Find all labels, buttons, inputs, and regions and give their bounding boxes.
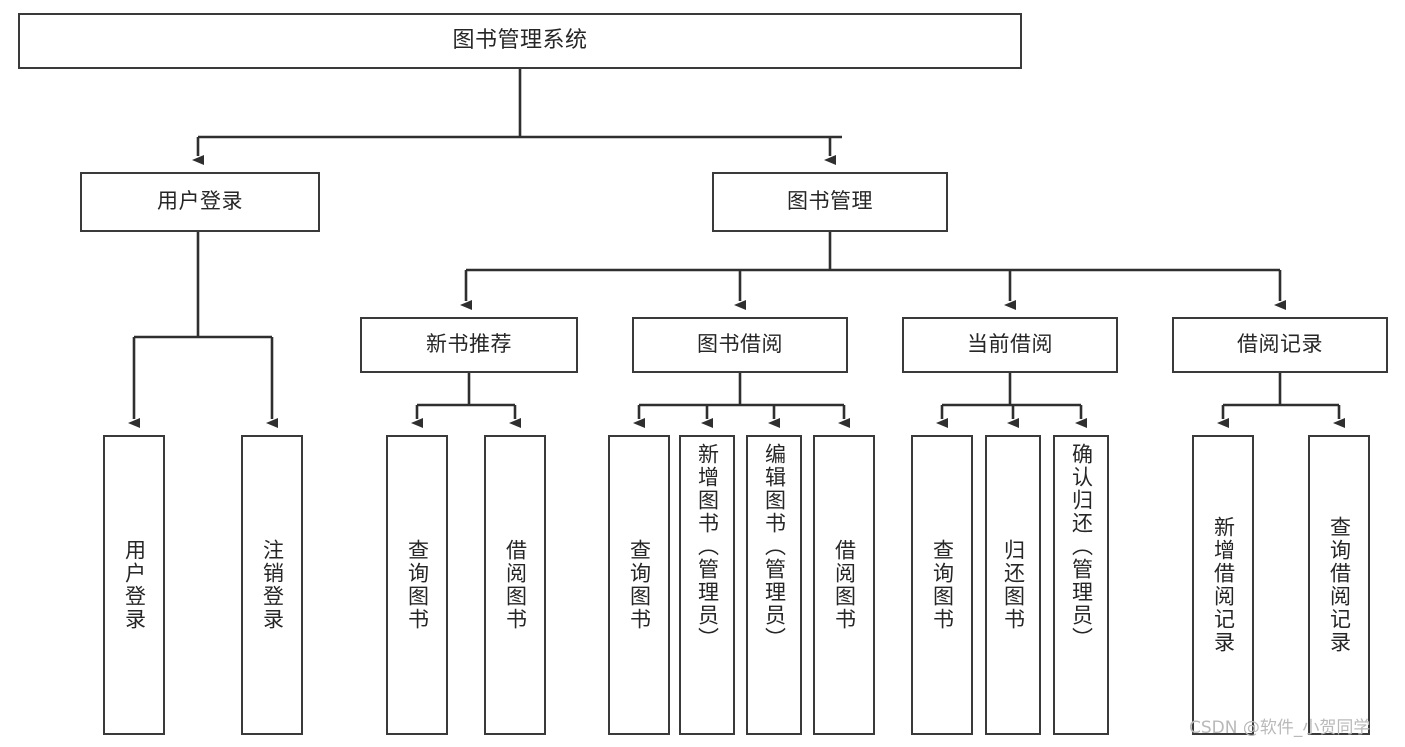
leaf-node[interactable]: 查询图书 <box>608 435 670 735</box>
node-label: 当前借阅 <box>967 332 1053 357</box>
leaf-node[interactable]: 新增图书（管理员） <box>679 435 735 735</box>
leaf-node[interactable]: 查询借阅记录 <box>1308 435 1370 735</box>
node-label: 归还图书 <box>1001 539 1026 631</box>
node-new-book-recommend[interactable]: 新书推荐 <box>360 317 578 373</box>
node-book-management[interactable]: 图书管理 <box>712 172 948 232</box>
leaf-node[interactable]: 查询图书 <box>911 435 973 735</box>
leaf-node[interactable]: 查询图书 <box>386 435 448 735</box>
node-label: 查询借阅记录 <box>1327 516 1352 654</box>
node-label: 查询图书 <box>627 539 652 631</box>
node-label: 图书管理 <box>787 189 873 214</box>
node-label: 注销登录 <box>260 539 285 631</box>
node-label: 编辑图书（管理员） <box>762 443 787 650</box>
node-label: 查询图书 <box>405 539 430 631</box>
leaf-node[interactable]: 借阅图书 <box>484 435 546 735</box>
leaf-node[interactable]: 归还图书 <box>985 435 1041 735</box>
node-label: 用户登录 <box>157 189 243 214</box>
leaf-node[interactable]: 编辑图书（管理员） <box>746 435 802 735</box>
node-current-borrow[interactable]: 当前借阅 <box>902 317 1118 373</box>
node-label: 查询图书 <box>930 539 955 631</box>
leaf-node[interactable]: 借阅图书 <box>813 435 875 735</box>
node-label: 借阅记录 <box>1237 332 1323 357</box>
node-label: 图书管理系统 <box>452 27 588 53</box>
node-label: 借阅图书 <box>832 539 857 631</box>
node-label: 新书推荐 <box>426 332 512 357</box>
csdn-watermark: CSDN @软件_小贺同学 <box>1189 718 1371 738</box>
node-user-login[interactable]: 用户登录 <box>80 172 320 232</box>
leaf-node[interactable]: 注销登录 <box>241 435 303 735</box>
node-root[interactable]: 图书管理系统 <box>18 13 1022 69</box>
node-label: 图书借阅 <box>697 332 783 357</box>
node-label: 新增图书（管理员） <box>695 443 720 650</box>
node-label: 新增借阅记录 <box>1211 516 1236 654</box>
node-label: 借阅图书 <box>503 539 528 631</box>
node-borrow-records[interactable]: 借阅记录 <box>1172 317 1388 373</box>
leaf-node[interactable]: 确认归还（管理员） <box>1053 435 1109 735</box>
node-label: 用户登录 <box>122 539 147 631</box>
node-label: 确认归还（管理员） <box>1069 443 1094 650</box>
node-book-borrow[interactable]: 图书借阅 <box>632 317 848 373</box>
leaf-node[interactable]: 新增借阅记录 <box>1192 435 1254 735</box>
leaf-node[interactable]: 用户登录 <box>103 435 165 735</box>
